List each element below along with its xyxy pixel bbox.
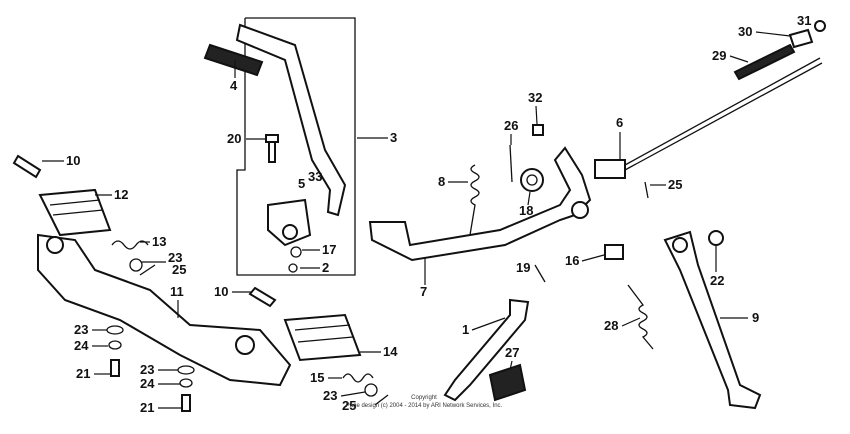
seal-18-part [520,168,544,192]
callout-21a: 21 [76,366,90,381]
callout-31: 31 [797,13,811,28]
washer-17-part [290,246,302,258]
callout-19: 19 [516,260,530,275]
spring-15-part [342,373,374,383]
callout-10b: 10 [214,284,228,299]
callout-21b: 21 [140,400,154,415]
callout-9: 9 [752,310,759,325]
washer-24b-part [179,378,193,388]
nut-22-part [708,230,724,246]
cotter-25b-part [374,394,389,406]
callout-28: 28 [604,318,618,333]
nut-31-part [814,20,826,32]
footpeg-14-part [283,313,362,362]
pin-10a-part [12,154,42,179]
brake-pedal-part [368,146,592,262]
copyright-line2: Page design (c) 2004 - 2014 by ARI Netwo… [346,403,503,409]
callout-16: 16 [565,253,579,268]
pin-26-part [509,144,513,183]
callout-10a: 10 [66,153,80,168]
callout-25a: 25 [172,262,186,277]
gear-pedal-part [443,298,530,402]
callout-5: 5 [298,176,305,191]
kick-boss-part [267,198,312,247]
callout-29: 29 [712,48,726,63]
callout-6: 6 [616,115,623,130]
pin-10b-part [248,286,277,308]
washer-23a-part [129,258,143,272]
callout-8: 8 [438,174,445,189]
callout-33: 33 [308,169,322,184]
cotter-25a-part [139,264,156,276]
callout-3: 3 [390,130,397,145]
spring-29-part [733,43,796,81]
callout-25b: 25 [342,398,356,413]
washer-23c-part [177,365,195,375]
callout-27: 27 [505,345,519,360]
bolt-20-part [265,134,279,163]
switch-16-part [604,244,624,260]
bolt-19-part [534,264,546,283]
spring-13-part [111,240,149,250]
joint-30-part [788,28,814,49]
callout-32: 32 [528,90,542,105]
callout-20: 20 [227,131,241,146]
rubber-27-part [488,363,527,402]
callout-22: 22 [710,273,724,288]
callout-25c: 25 [668,177,682,192]
callout-23d: 23 [323,388,337,403]
clip-2-part [288,263,298,273]
kick-lever-part [235,23,347,217]
footpeg-12-part [38,188,112,237]
callout-11: 11 [170,284,184,299]
callout-14: 14 [383,344,398,359]
washer-23d-part [364,383,378,397]
callout-4: 4 [230,78,238,93]
callout-15: 15 [310,370,324,385]
footpeg-bracket-part [37,233,292,387]
bolt-21a-part [110,359,120,377]
callout-26: 26 [504,118,518,133]
callout-18: 18 [519,203,533,218]
shift-grip-part [203,43,264,77]
callout-23c: 23 [140,362,154,377]
callout-23a: 23 [168,250,182,265]
callout-23b: 23 [74,322,88,337]
assembly-bracket [236,17,356,276]
washer-23b-part [106,325,124,335]
callout-30: 30 [738,24,752,39]
callout-12: 12 [114,187,128,202]
copyright-line1: Copyright [411,395,437,401]
callout-7: 7 [420,284,427,299]
callout-2: 2 [322,260,329,275]
brake-rod-part [594,57,823,179]
spring-8-part [469,164,480,236]
callout-17: 17 [322,242,336,257]
callout-24b: 24 [140,376,155,391]
callout-1: 1 [462,322,469,337]
callout-13: 13 [152,234,166,249]
spring-28-part [627,284,654,350]
cotter-25c-part [644,181,649,199]
side-stand-part [663,230,762,410]
bolt-21b-part [181,394,191,412]
bolt-32-part [532,124,544,136]
callout-24a: 24 [74,338,89,353]
washer-24a-part [108,340,122,350]
